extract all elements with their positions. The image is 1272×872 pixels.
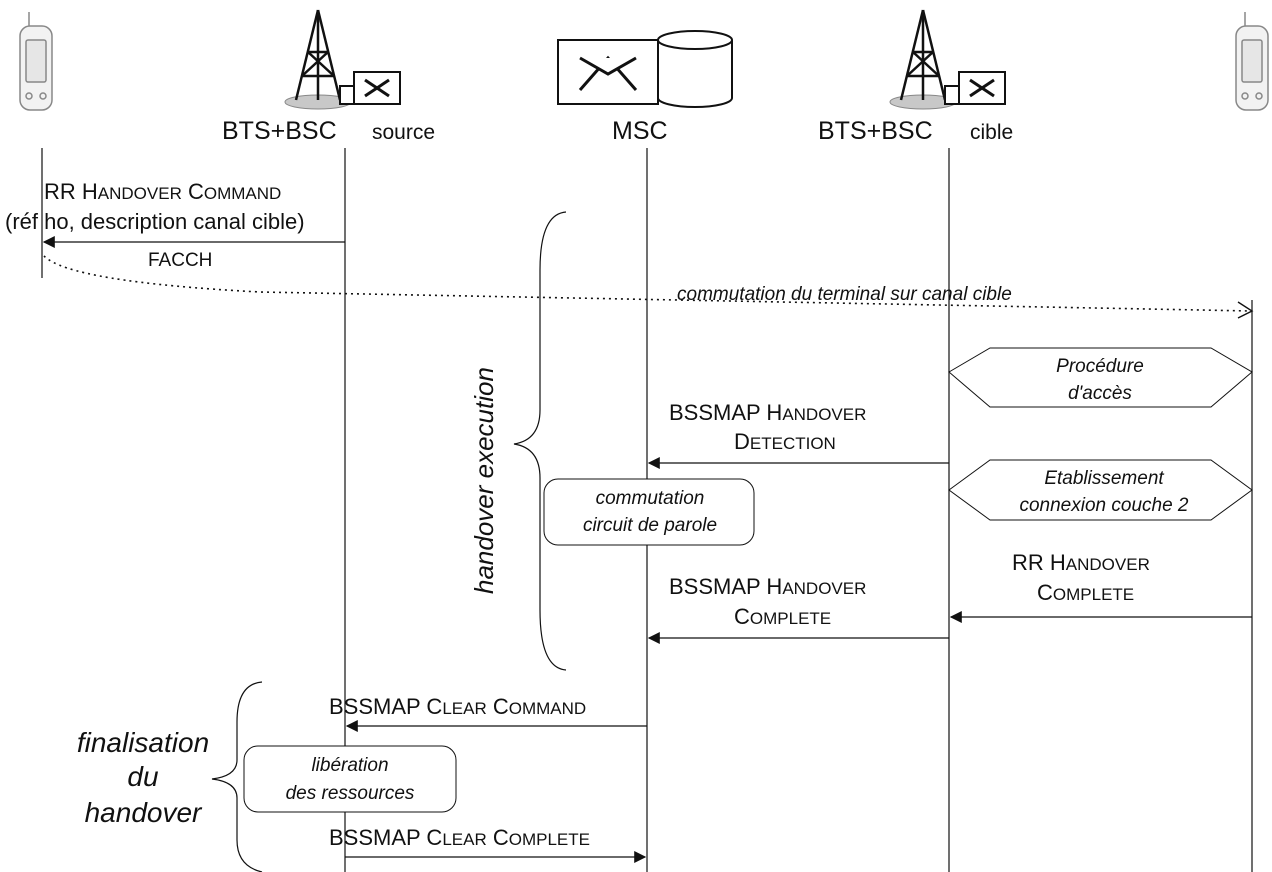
- msg-bssmap-handover-complete: BSSMAP HANDOVER COMPLETE: [647, 574, 949, 644]
- ho-detection-line1: BSSMAP HANDOVER: [669, 400, 866, 425]
- access-procedure-line2: d'accès: [1068, 383, 1132, 404]
- release-line2: des ressources: [286, 783, 415, 804]
- rr-ho-command-params: (réf ho, description canal cible): [5, 209, 305, 234]
- speech-switch-line1: commutation: [596, 488, 705, 509]
- bts-source-qualifier: source: [372, 121, 435, 144]
- rr-ho-complete-line2: COMPLETE: [1037, 580, 1134, 605]
- msg-bssmap-handover-detection: BSSMAP HANDOVER DETECTION: [647, 400, 949, 469]
- release-line1: libération: [311, 755, 388, 776]
- bts-target-label: BTS+BSC: [818, 117, 933, 145]
- link-setup-line2: connexion couche 2: [1019, 495, 1188, 516]
- execution-phase-label: handover execution: [469, 367, 499, 594]
- bssmap-ho-complete-line2: COMPLETE: [734, 604, 831, 629]
- mobile-phone-right-icon: [1235, 12, 1269, 111]
- msg-bssmap-clear-command: BSSMAP CLEAR COMMAND: [329, 694, 647, 732]
- bts-source-label: BTS+BSC: [222, 117, 337, 145]
- antenna-tower-source-icon: [284, 9, 352, 110]
- access-procedure-line1: Procédure: [1056, 356, 1144, 377]
- msg-rr-handover-complete: RR HANDOVER COMPLETE: [949, 550, 1252, 623]
- rr-ho-command-title: RR HANDOVER COMMAND: [44, 179, 281, 204]
- mobile-phone-left-icon: [19, 12, 53, 111]
- msc-label: MSC: [612, 117, 668, 145]
- msg-rr-handover-command: RR HANDOVER COMMAND (réf ho, description…: [5, 179, 345, 271]
- finalisation-label-3: handover: [85, 797, 203, 828]
- link-setup-box: Etablissement connexion couche 2: [948, 459, 1253, 521]
- msg-terminal-switch: commutation du terminal sur canal cible: [43, 255, 1254, 319]
- rr-ho-complete-line1: RR HANDOVER: [1012, 550, 1150, 575]
- msc-switch-icon: [557, 30, 733, 108]
- bssmap-ho-complete-line1: BSSMAP HANDOVER: [669, 574, 866, 599]
- dotted-arrow-head: [1237, 301, 1254, 319]
- speech-circuit-switch-box: commutation circuit de parole: [543, 478, 755, 546]
- bts-target-qualifier: cible: [970, 121, 1013, 144]
- bsc-switch-source-icon: [339, 71, 401, 105]
- finalisation-label-1: finalisation: [77, 727, 209, 758]
- speech-switch-line2: circuit de parole: [583, 515, 717, 536]
- dotted-arrow-terminal-switch: [43, 255, 1253, 312]
- access-procedure-box: Procédure d'accès: [948, 347, 1253, 408]
- finalisation-label-2: du: [127, 761, 159, 792]
- bsc-switch-target-icon: [944, 71, 1006, 105]
- clear-complete-label: BSSMAP CLEAR COMPLETE: [329, 825, 590, 850]
- msg-bssmap-clear-complete: BSSMAP CLEAR COMPLETE: [329, 825, 647, 863]
- execution-phase-brace: handover execution: [469, 211, 567, 671]
- terminal-switch-label: commutation du terminal sur canal cible: [677, 284, 1012, 305]
- resource-release-box: libération des ressources: [243, 745, 457, 813]
- link-setup-line1: Etablissement: [1044, 468, 1164, 489]
- facch-label: FACCH: [148, 250, 212, 271]
- finalisation-phase-brace: finalisation du handover: [77, 681, 263, 872]
- clear-command-label: BSSMAP CLEAR COMMAND: [329, 694, 586, 719]
- ho-detection-line2: DETECTION: [734, 429, 836, 454]
- antenna-tower-target-icon: [889, 9, 957, 110]
